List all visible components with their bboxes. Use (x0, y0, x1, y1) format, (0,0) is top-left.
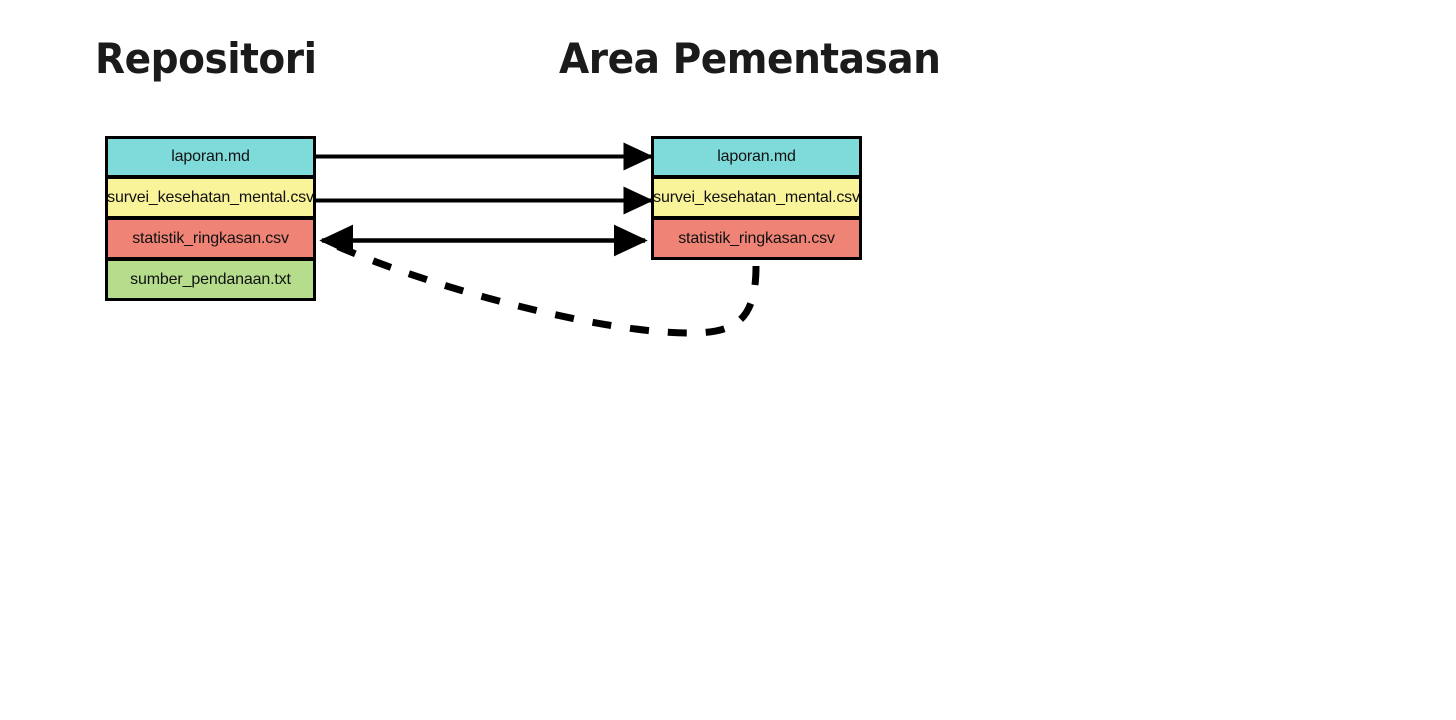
column-title-repository: Repositori (95, 34, 317, 83)
file-label: statistik_ringkasan.csv (132, 229, 289, 247)
file-label: laporan.md (717, 148, 796, 165)
file-box-repository-laporan-md[interactable]: laporan.md (105, 136, 316, 178)
file-label: laporan.md (171, 148, 250, 165)
file-label: statistik_ringkasan.csv (678, 229, 835, 247)
file-stack-repository: laporan.md survei_kesehatan_mental.csv s… (105, 136, 316, 301)
file-box-staging-statistik-ringkasan-csv[interactable]: statistik_ringkasan.csv (651, 218, 862, 260)
file-label: sumber_pendanaan.txt (130, 270, 291, 288)
file-box-repository-sumber-pendanaan-txt[interactable]: sumber_pendanaan.txt (105, 259, 316, 301)
file-box-staging-survei-kesehatan-mental-csv[interactable]: survei_kesehatan_mental.csv (651, 177, 862, 219)
file-box-repository-survei-kesehatan-mental-csv[interactable]: survei_kesehatan_mental.csv (105, 177, 316, 219)
column-title-staging-area: Area Pementasan (559, 34, 941, 83)
file-box-staging-laporan-md[interactable]: laporan.md (651, 136, 862, 178)
file-stack-staging-area: laporan.md survei_kesehatan_mental.csv s… (651, 136, 862, 260)
file-box-repository-statistik-ringkasan-csv[interactable]: statistik_ringkasan.csv (105, 218, 316, 260)
file-label: survei_kesehatan_mental.csv (107, 188, 314, 206)
file-label: survei_kesehatan_mental.csv (653, 188, 860, 206)
